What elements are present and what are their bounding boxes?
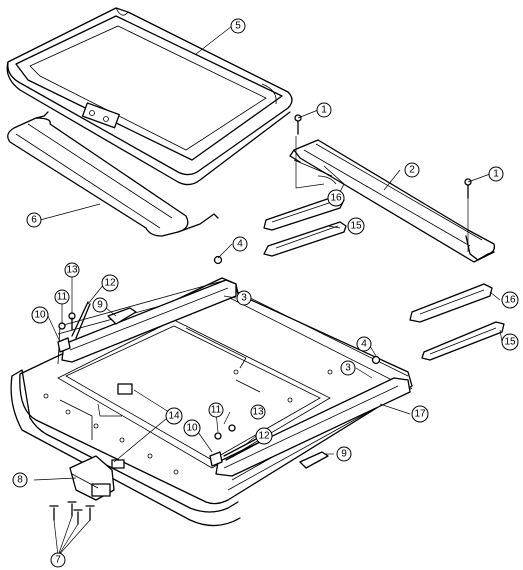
callout-14: 14 — [165, 407, 183, 425]
callout-16: 16 — [501, 291, 519, 309]
callout-label: 5 — [235, 21, 241, 32]
drive-motor — [69, 455, 115, 501]
callout-2: 2 — [404, 162, 420, 178]
callout-label: 9 — [341, 449, 347, 460]
callout-4: 4 — [356, 336, 372, 352]
callout-label: 9 — [97, 300, 103, 311]
callout-list: 5 6 1 1 2 16 15 4 3 13 12 11 9 10 16 15 … — [12, 18, 519, 568]
slide-rail-15-right — [421, 321, 505, 361]
callout-label: 6 — [31, 215, 37, 226]
callout-label: 4 — [237, 239, 243, 250]
callout-12: 12 — [101, 274, 119, 292]
callout-label: 4 — [361, 339, 367, 350]
callout-11: 11 — [54, 289, 70, 305]
callout-label: 12 — [258, 431, 270, 442]
bracket-16-right — [409, 283, 493, 323]
callout-5: 5 — [230, 18, 246, 34]
callout-label: 10 — [186, 423, 198, 434]
callout-11: 11 — [208, 402, 224, 418]
callout-12: 12 — [255, 427, 273, 445]
callout-label: 1 — [321, 105, 327, 116]
callout-17: 17 — [411, 405, 429, 423]
slide-rail-15-upper — [263, 221, 347, 257]
right-rail-17 — [215, 377, 411, 477]
callout-label: 13 — [252, 407, 264, 418]
leader-lines — [33, 25, 503, 557]
callout-label: 12 — [104, 278, 116, 289]
callout-10: 10 — [183, 419, 201, 437]
callout-13: 13 — [250, 404, 266, 420]
callout-label: 10 — [34, 310, 46, 321]
callout-10: 10 — [31, 306, 49, 324]
callout-15: 15 — [501, 333, 519, 351]
callout-6: 6 — [26, 212, 42, 228]
callout-13: 13 — [64, 262, 80, 278]
callout-4: 4 — [232, 236, 248, 252]
callout-7: 7 — [50, 552, 66, 568]
front-frame — [289, 139, 496, 263]
callout-8: 8 — [12, 472, 28, 488]
callout-3: 3 — [340, 360, 356, 376]
callout-label: 13 — [66, 265, 78, 276]
callout-15: 15 — [347, 217, 365, 235]
callout-label: 16 — [504, 295, 516, 306]
left-drive-rail — [61, 279, 237, 363]
callout-label: 11 — [211, 405, 222, 416]
screws-7 — [49, 501, 95, 525]
callout-label: 1 — [493, 169, 499, 180]
callout-16: 16 — [327, 189, 345, 207]
fasteners — [57, 114, 472, 469]
callout-label: 14 — [168, 411, 180, 422]
callout-label: 15 — [504, 337, 516, 348]
callout-label: 15 — [350, 221, 362, 232]
callout-label: 8 — [17, 475, 23, 486]
sunshade-panel — [6, 7, 293, 186]
callout-1: 1 — [488, 166, 504, 182]
callout-label: 2 — [409, 165, 415, 176]
callout-9: 9 — [92, 297, 108, 313]
callout-9: 9 — [336, 446, 352, 462]
callout-3: 3 — [236, 290, 252, 306]
callout-label: 11 — [57, 292, 68, 303]
callout-label: 3 — [345, 363, 351, 374]
callout-1: 1 — [316, 102, 332, 118]
callout-label: 16 — [330, 193, 342, 204]
callout-label: 3 — [241, 293, 247, 304]
callout-label: 17 — [414, 409, 426, 420]
wind-deflector — [7, 111, 219, 237]
callout-label: 7 — [55, 555, 61, 566]
